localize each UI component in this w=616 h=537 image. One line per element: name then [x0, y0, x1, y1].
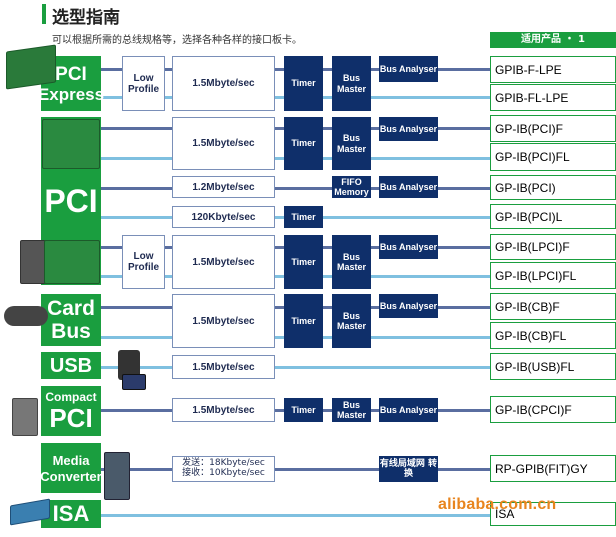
speed-box: 1.2Mbyte/sec — [172, 176, 275, 198]
low-profile-card-image — [20, 240, 46, 284]
timer-box: Timer — [284, 56, 323, 111]
watermark-text: alibaba.com.cn — [438, 496, 557, 513]
lan-conversion-box: 有线局域网 转换 — [379, 456, 438, 482]
compact-pci-image — [12, 398, 38, 436]
product-label: GP-IB(PCI)F — [490, 115, 616, 142]
category-media-converter-line2: Converter — [40, 468, 102, 484]
page-title: 选型指南 — [52, 8, 120, 28]
timer-box: Timer — [284, 398, 323, 422]
category-usb-label: USB — [49, 354, 93, 377]
bus-master-box: Bus Master — [332, 235, 371, 289]
speed-box: 1.5Mbyte/sec — [172, 294, 275, 348]
product-label: GP-IB(LPCI)F — [490, 234, 616, 260]
fifo-memory-box: FIFO Memory — [332, 176, 371, 198]
bus-master-box: Bus Master — [332, 398, 371, 422]
media-converter-image — [104, 452, 130, 500]
transfer-speed-box: 发送：18Kbyte/sec 接收：10Kbyte/sec — [172, 456, 275, 482]
product-label: GP-IB(LPCI)FL — [490, 262, 616, 289]
timer-box: Timer — [284, 206, 323, 228]
title-accent-bar — [42, 4, 46, 24]
low-profile-box: Low Profile — [122, 235, 165, 289]
category-compact-pci-line1: Compact — [45, 390, 97, 404]
category-pci-express-line1: PCI — [55, 63, 87, 85]
products-header: 适用产品 ・ 1 — [490, 32, 616, 48]
category-isa: ISA — [41, 500, 101, 528]
pci-card-image — [42, 119, 100, 169]
bus-analyser-box: Bus Analyser — [379, 235, 438, 259]
category-card-bus-line2: Bus — [51, 320, 91, 343]
bus-analyser-box: Bus Analyser — [379, 117, 438, 141]
category-compact-pci: Compact PCI — [41, 386, 101, 436]
category-isa-label: ISA — [52, 501, 90, 526]
category-card-bus-line1: Card — [47, 297, 95, 320]
bus-analyser-box: Bus Analyser — [379, 294, 438, 318]
timer-box: Timer — [284, 235, 323, 289]
page-subtitle: 可以根据所需的总线规格等，选择各种各样的接口板卡。 — [52, 35, 302, 46]
line-row-11 — [101, 366, 490, 369]
bus-master-box: Bus Master — [332, 117, 371, 170]
cardbus-cable-image — [4, 306, 48, 326]
bus-analyser-box: Bus Analyser — [379, 398, 438, 422]
category-usb: USB — [41, 352, 101, 379]
category-card-bus: Card Bus — [41, 294, 101, 346]
timer-box: Timer — [284, 117, 323, 170]
speed-box: 1.5Mbyte/sec — [172, 355, 275, 379]
speed-box: 1.5Mbyte/sec — [172, 235, 275, 289]
speed-box: 120Kbyte/sec — [172, 206, 275, 228]
usb-converter-image — [122, 374, 146, 390]
category-compact-pci-line2: PCI — [49, 403, 93, 433]
speed-box: 1.5Mbyte/sec — [172, 117, 275, 170]
bus-master-box: Bus Master — [332, 294, 371, 348]
line-row-13 — [101, 468, 490, 471]
product-label: GP-IB(USB)FL — [490, 353, 616, 380]
usb-cable-image — [118, 350, 140, 380]
category-pci-express-line2: Express — [37, 84, 105, 104]
category-media-converter: Media Converter — [40, 443, 102, 493]
low-profile-board-image — [44, 240, 100, 284]
product-label: GP-IB(PCI)L — [490, 204, 616, 229]
product-label: GPIB-FL-LPE — [490, 84, 616, 111]
line-row-5 — [101, 187, 490, 190]
product-label: GP-IB(CPCI)F — [490, 396, 616, 423]
product-label: GP-IB(CB)F — [490, 293, 616, 320]
product-label: GP-IB(PCI) — [490, 175, 616, 200]
pci-express-card-image — [6, 44, 56, 90]
timer-box: Timer — [284, 294, 323, 348]
speed-box: 1.5Mbyte/sec — [172, 56, 275, 111]
send-speed-text: 发送：18Kbyte/sec — [182, 458, 265, 469]
product-label: RP-GPIB(FIT)GY — [490, 455, 616, 482]
category-media-converter-line1: Media — [52, 452, 90, 468]
product-label: GPIB-F-LPE — [490, 56, 616, 83]
bus-analyser-box: Bus Analyser — [379, 176, 438, 198]
category-pci-label: PCI — [44, 183, 98, 219]
recv-speed-text: 接收：10Kbyte/sec — [182, 468, 265, 478]
product-label: GP-IB(CB)FL — [490, 322, 616, 349]
speed-box: 1.5Mbyte/sec — [172, 398, 275, 422]
low-profile-box: Low Profile — [122, 56, 165, 111]
bus-master-box: Bus Master — [332, 56, 371, 111]
line-row-14 — [101, 514, 490, 517]
bus-analyser-box: Bus Analyser — [379, 56, 438, 82]
product-label: GP-IB(PCI)FL — [490, 143, 616, 171]
